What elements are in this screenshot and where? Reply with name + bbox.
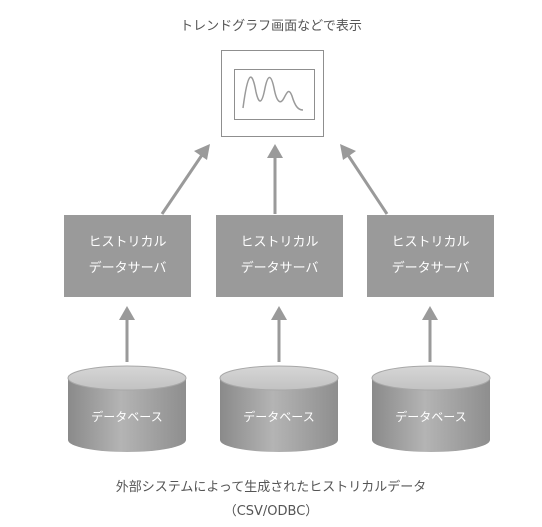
- server-label-line2: データサーバ: [88, 261, 167, 276]
- display-caption: トレンドグラフ画面などで表示: [180, 19, 362, 34]
- server-label-line2: データサーバ: [391, 261, 470, 276]
- trend-line: [242, 76, 304, 111]
- database-label-3: データベース: [395, 410, 467, 424]
- source-caption-line2: （CSV/ODBC）: [223, 504, 319, 519]
- arrow-db3-to-server3: [422, 306, 438, 362]
- server-label-line1: ヒストリカル: [88, 235, 167, 250]
- database-label-2: データベース: [243, 410, 315, 424]
- source-caption-line1: 外部システムによって生成されたヒストリカルデータ: [115, 480, 427, 495]
- database-cylinder-2: [219, 365, 339, 452]
- trend-graph-screen: [234, 69, 315, 120]
- historical-data-server-3: ヒストリカル データサーバ: [367, 215, 494, 297]
- historical-data-server-2: ヒストリカル データサーバ: [216, 215, 343, 297]
- arrow-left-server-to-monitor: [160, 144, 210, 215]
- arrow-center-server-to-monitor: [267, 144, 283, 214]
- server-label-line2: データサーバ: [240, 261, 319, 276]
- server-label-line1: ヒストリカル: [391, 235, 470, 250]
- arrow-right-server-to-monitor: [340, 144, 389, 215]
- server-label-line1: ヒストリカル: [240, 235, 319, 250]
- arrow-db2-to-server2: [271, 306, 287, 362]
- database-cylinder-3: [371, 365, 491, 452]
- database-label-1: データベース: [91, 410, 163, 424]
- arrow-db1-to-server1: [119, 306, 135, 362]
- database-cylinder-1: [67, 365, 187, 452]
- historical-data-server-1: ヒストリカル データサーバ: [64, 215, 191, 297]
